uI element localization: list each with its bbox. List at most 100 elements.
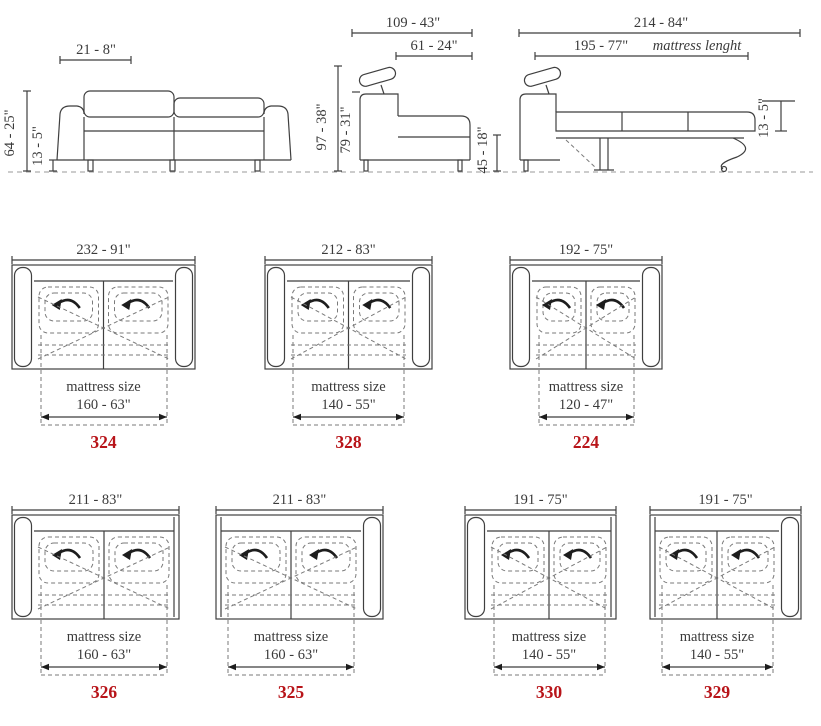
- mattress-size-label: mattress size: [680, 629, 755, 645]
- front-right-headrest: [173, 97, 265, 118]
- front-left-arm: [56, 105, 85, 161]
- plan-view-svg: 192 - 75" mattress size 120 - 47" 224: [509, 242, 663, 452]
- side-total-depth-dim: 109 - 43": [386, 15, 440, 31]
- mattress-size-label: mattress size: [549, 379, 624, 395]
- plan-left-arm: [466, 516, 486, 618]
- plan-right-arm: [411, 266, 431, 368]
- plan-view-svg: 232 - 91" mattress size 160 - 63" 324: [11, 242, 196, 452]
- mattress-size-dim: 140 - 55": [522, 647, 576, 663]
- mattress-size-label: mattress size: [67, 629, 142, 645]
- open-backrest: [519, 93, 557, 160]
- side-backrest: [359, 93, 399, 160]
- open-leg: [523, 159, 529, 172]
- fold-arrow-icon: [128, 548, 152, 559]
- side-seat-depth-dim: 61 - 24": [411, 38, 458, 54]
- open-headrest: [523, 66, 562, 87]
- plan-left-arm: [266, 266, 286, 368]
- open-total-depth-dim: 214 - 84": [634, 15, 688, 31]
- fold-arrow-head-icon: [309, 549, 319, 560]
- front-leg: [254, 159, 261, 172]
- mattress-size-dim: 160 - 63": [77, 647, 131, 663]
- fold-arrow-icon: [127, 298, 151, 309]
- plan-width-dim: 191 - 75": [513, 492, 567, 508]
- side-seat-height-dim: 45 - 18": [475, 126, 491, 173]
- side-total-height-dim: 97 - 38": [314, 103, 330, 150]
- mattress-size-label: mattress size: [66, 379, 141, 395]
- open-mattress: [555, 111, 756, 132]
- model-number: 328: [335, 432, 362, 452]
- front-leg: [169, 159, 176, 172]
- mattress-size-dim: 160 - 63": [264, 647, 318, 663]
- front-leg-height-dim: 13 - 5": [30, 126, 46, 166]
- plan-width-dim: 211 - 83": [273, 492, 327, 508]
- plan-right-arm: [174, 266, 194, 368]
- mattress-size-dim: 140 - 55": [690, 647, 744, 663]
- front-right-arm: [263, 105, 292, 161]
- open-mattress-length-label: mattress lenght: [653, 38, 742, 54]
- floor-plan: 211 - 83" mattress size 160 - 63" 326: [9, 489, 182, 707]
- side-headrest: [358, 66, 397, 87]
- fold-arrow-icon: [507, 548, 531, 559]
- fold-arrow-icon: [307, 298, 330, 309]
- front-left-headrest: [83, 90, 175, 118]
- fold-arrow-icon: [737, 548, 761, 559]
- fold-arrow-icon: [569, 548, 593, 559]
- plan-right-arm: [362, 516, 382, 618]
- plan-width-dim: 212 - 83": [321, 242, 375, 258]
- plan-width-dim: 232 - 91": [76, 242, 130, 258]
- model-number: 325: [278, 682, 305, 702]
- fold-arrow-icon: [368, 298, 392, 309]
- mattress-size-label: mattress size: [254, 629, 329, 645]
- plan-left-arm: [13, 516, 33, 618]
- fold-arrow-head-icon: [122, 549, 132, 560]
- plan-width-dim: 191 - 75": [698, 492, 752, 508]
- fold-arrow-icon: [315, 548, 339, 559]
- model-number: 330: [536, 682, 563, 702]
- plan-right-arm: [641, 266, 661, 368]
- elevation-views-svg: 21 - 8" 64 - 25" 13 - 5": [2, 15, 813, 174]
- floor-plan: 211 - 83" mattress size 160 - 63" 325: [213, 489, 386, 707]
- front-leg: [87, 159, 94, 172]
- floor-plan: 191 - 75" mattress size 140 - 55" 330: [462, 489, 619, 707]
- side-leg: [363, 159, 369, 172]
- model-number: 326: [91, 682, 118, 702]
- front-arm-width-dim: 21 - 8": [76, 42, 116, 58]
- fold-arrow-icon: [245, 548, 269, 559]
- front-elevation: 21 - 8" 64 - 25" 13 - 5": [2, 42, 292, 172]
- plan-left-arm: [511, 266, 531, 368]
- plan-view-svg: 191 - 75" mattress size 140 - 55" 330: [464, 492, 617, 702]
- fold-arrow-icon: [58, 548, 82, 559]
- mattress-size-label: mattress size: [512, 629, 587, 645]
- model-number: 324: [90, 432, 117, 452]
- fold-arrow-icon: [675, 548, 699, 559]
- side-elevation: 109 - 43" 61 - 24" 97 - 38" 79 - 31" 45 …: [314, 15, 501, 174]
- open-mattress-thickness-dim: 13 - 5": [756, 98, 772, 138]
- open-fold-leg: [720, 137, 747, 170]
- open-mattress-length-dim: 195 - 77": [574, 38, 628, 54]
- front-total-height-dim: 64 - 25": [2, 109, 18, 156]
- plan-width-dim: 192 - 75": [559, 242, 613, 258]
- mattress-size-dim: 120 - 47": [559, 397, 613, 413]
- side-leg: [457, 159, 463, 172]
- fold-arrow-icon: [548, 298, 572, 309]
- side-seat: [398, 115, 471, 160]
- fold-arrow-head-icon: [121, 299, 132, 310]
- fold-arrow-icon: [58, 298, 81, 309]
- mattress-size-dim: 160 - 63": [76, 397, 130, 413]
- open-bed-elevation: 214 - 84" 195 - 77" mattress lenght: [518, 15, 801, 173]
- fold-arrow-head-icon: [596, 299, 606, 310]
- fold-arrow-head-icon: [731, 549, 741, 560]
- mattress-size-label: mattress size: [311, 379, 386, 395]
- plan-width-dim: 211 - 83": [69, 492, 123, 508]
- floor-plan: 192 - 75" mattress size 120 - 47" 224: [507, 239, 665, 457]
- plan-right-arm: [780, 516, 800, 618]
- plan-view-svg: 211 - 83" mattress size 160 - 63" 325: [215, 492, 384, 702]
- plan-view-svg: 211 - 83" mattress size 160 - 63" 326: [11, 492, 180, 702]
- model-number: 224: [573, 432, 600, 452]
- fold-arrow-head-icon: [563, 549, 573, 560]
